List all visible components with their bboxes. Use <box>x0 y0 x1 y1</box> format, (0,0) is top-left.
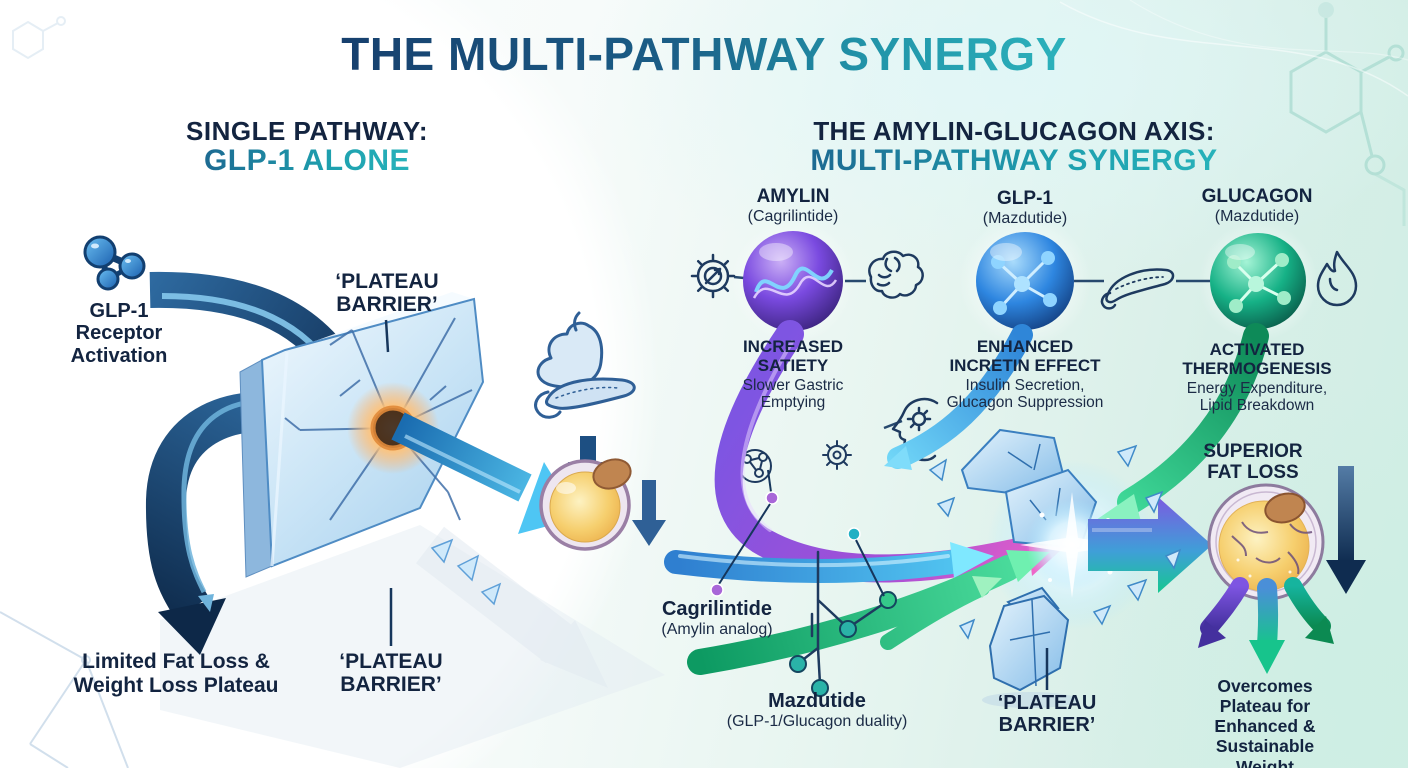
left-heading-line1: SINGLE PATHWAY: <box>186 116 428 146</box>
superior-fat-loss-label: SUPERIOR FAT LOSS <box>1203 441 1303 484</box>
callout-dots <box>710 469 885 597</box>
stomach-pancreas-icon <box>534 311 636 419</box>
gear-icon <box>822 440 852 470</box>
hormone-name: AMYLIN <box>756 186 830 207</box>
limited-fat-loss-label: Limited Fat Loss & Weight Loss Plateau <box>73 650 279 697</box>
superior-fat-cell-icon <box>1207 483 1325 601</box>
glp1-label: GLP-1 (Mazdutide) <box>983 188 1067 228</box>
page-title: THE MULTI-PATHWAY SYNERGY <box>341 28 1067 80</box>
glucagon-label: GLUCAGON (Mazdutide) <box>1202 186 1313 226</box>
satiety-effect-block: INCREASED SATIETY Slower Gastric Emptyin… <box>743 337 844 412</box>
effect-detail: Energy Expenditure, Lipid Breakdown <box>1186 380 1328 415</box>
flame-icon <box>1316 250 1358 307</box>
amylin-label: AMYLIN (Cagrilintide) <box>748 186 839 226</box>
overcomes-plateau-label: Overcomes Plateau for Enhanced & Sustain… <box>1214 676 1316 768</box>
cagrilintide-callout: Cagrilintide (Amylin analog) <box>661 598 772 639</box>
glp1-sphere <box>976 232 1074 330</box>
drug-label: Cagrilintide <box>661 598 772 620</box>
incretin-effect-block: ENHANCED INCRETIN EFFECT Insulin Secreti… <box>947 337 1104 412</box>
effect-detail: Insulin Secretion, Glucagon Suppression <box>946 377 1104 412</box>
multi-pathway-scene <box>664 215 1366 708</box>
glp1-molecule-icon <box>83 235 146 291</box>
amylin-sphere <box>743 231 843 331</box>
right-heading-line2: MULTI-PATHWAY SYNERGY <box>810 144 1218 177</box>
fat-cell-icon <box>539 458 632 551</box>
geometric-lines-decoration <box>0 611 129 768</box>
drug-sub-label: (Amylin analog) <box>661 621 773 638</box>
small-down-arrow-icon <box>632 480 666 546</box>
wave-lines-decoration <box>1059 0 1408 97</box>
thermogenesis-effect-block: ACTIVATED THERMOGENESIS Energy Expenditu… <box>1182 340 1331 415</box>
drug-sub-label: (GLP-1/Glucagon duality) <box>726 713 908 730</box>
fan-arrows <box>1198 577 1334 674</box>
drug-name: (Mazdutide) <box>982 210 1068 227</box>
single-pathway-scene <box>83 235 666 768</box>
hexagon-decoration-topleft <box>12 16 66 60</box>
pancreas-icon <box>1100 268 1175 310</box>
shattered-barrier-block <box>982 586 1078 708</box>
gear-compass-icon <box>690 253 736 299</box>
glucagon-sphere <box>1210 233 1306 329</box>
mazdutide-callout: Mazdutide (GLP-1/Glucagon duality) <box>727 690 908 731</box>
left-heading-line2: GLP-1 ALONE <box>203 144 411 177</box>
effect-detail: Slower Gastric Emptying <box>742 377 844 412</box>
hormone-name: GLP-1 <box>997 188 1053 209</box>
synergy-exit-arrow <box>1088 497 1212 593</box>
ice-shards-right <box>928 444 1182 640</box>
right-heading-line1: THE AMYLIN-GLUCAGON AXIS: <box>813 116 1215 146</box>
drug-name: (Mazdutide) <box>1214 208 1300 225</box>
plateau-barrier-top-label: ‘PLATEAU BARRIER’ <box>335 270 439 317</box>
hormone-name: GLUCAGON <box>1201 186 1313 207</box>
effect-title: ENHANCED INCRETIN EFFECT <box>949 337 1101 376</box>
plateau-barrier-bottom-label: ‘PLATEAU BARRIER’ <box>339 650 443 697</box>
effect-title: INCREASED SATIETY <box>742 337 844 376</box>
navy-down-arrow-right <box>1326 466 1366 594</box>
connector-lines <box>733 275 1210 430</box>
glp1-receptor-label: GLP-1 Receptor Activation <box>70 300 168 367</box>
brain-icon <box>868 250 924 299</box>
effect-title: ACTIVATED THERMOGENESIS <box>1182 340 1332 379</box>
drug-label: Mazdutide <box>768 690 866 712</box>
floor-shadow <box>160 525 665 768</box>
ice-shards <box>430 538 502 606</box>
drug-name: (Cagrilintide) <box>747 208 839 225</box>
callout-lines-left <box>384 319 393 646</box>
plateau-barrier-right-label: ‘PLATEAU BARRIER’ <box>997 692 1097 736</box>
molecule-outline-decoration <box>1289 2 1406 226</box>
